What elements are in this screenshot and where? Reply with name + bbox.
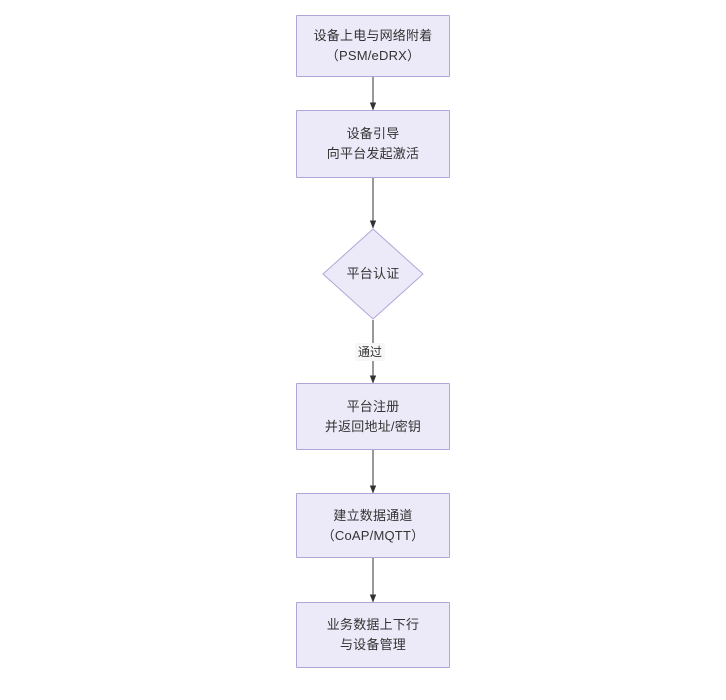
diamond-shape-icon [322,228,424,320]
node-auth-label: 平台认证 [346,266,400,281]
node-data-exchange[interactable]: 业务数据上下行 与设备管理 [296,602,450,668]
node-auth[interactable]: 平台认证 [322,228,424,320]
node-power-on[interactable]: 设备上电与网络附着 （PSM/eDRX） [296,15,450,77]
node-bootstrap[interactable]: 设备引导 向平台发起激活 [296,110,450,178]
node-data-exchange-label: 业务数据上下行 与设备管理 [326,617,420,652]
node-register-label: 平台注册 并返回地址/密钥 [324,398,422,434]
node-register[interactable]: 平台注册 并返回地址/密钥 [296,383,450,450]
node-channel[interactable]: 建立数据通道 （CoAP/MQTT） [296,493,450,558]
node-bootstrap-label: 设备引导 向平台发起激活 [326,126,420,161]
node-channel-label: 建立数据通道 （CoAP/MQTT） [321,507,425,543]
node-power-on-label: 设备上电与网络附着 （PSM/eDRX） [313,28,433,63]
edge-label-auth-pass: 通过 [355,343,386,361]
